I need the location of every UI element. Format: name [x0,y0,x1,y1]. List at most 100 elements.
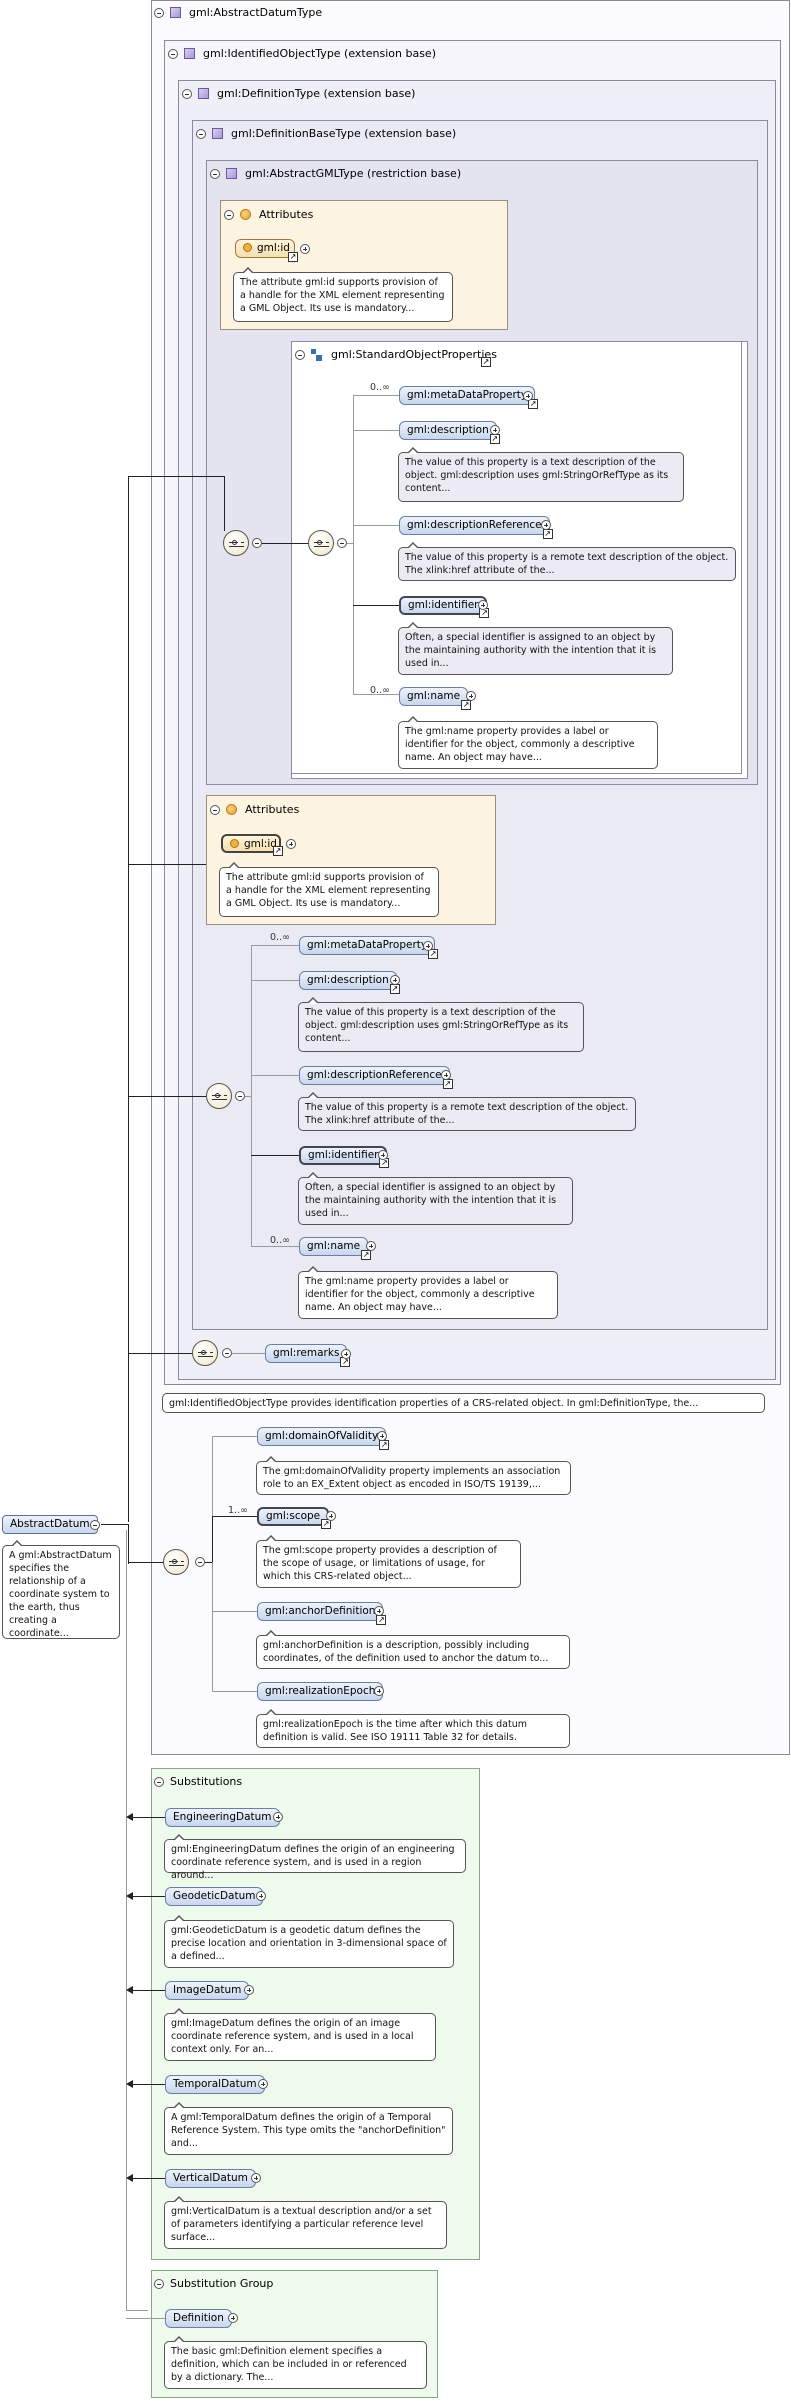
attribute-gml-id[interactable]: gml:id ↗ [221,834,283,856]
expand-icon[interactable] [378,1150,388,1160]
reference-arrow-icon[interactable]: ↗ [288,252,298,262]
reference-arrow-icon[interactable]: ↗ [489,434,500,444]
sequence-icon[interactable] [192,1340,218,1366]
standard-object-properties-header[interactable]: gml:StandardObjectProperties [295,348,497,361]
expand-icon[interactable] [377,1431,387,1441]
collapse-icon[interactable] [195,1557,205,1567]
remarks-element[interactable]: gml:remarks↗ [265,1344,351,1367]
abstract-datum-type-header[interactable]: gml:AbstractDatumType [154,6,322,19]
collapse-icon[interactable] [90,1520,100,1530]
engineering-datum-element[interactable]: EngineeringDatum [165,1808,280,1827]
expand-icon[interactable] [366,1241,376,1251]
identifier-element[interactable]: gml:identifier↗ [299,1146,390,1168]
name-element[interactable]: gml:name↗ [399,687,472,710]
collapse-icon[interactable] [235,1091,245,1101]
expand-icon[interactable] [341,1349,351,1359]
sequence-icon[interactable] [223,530,249,556]
vertical-datum-element[interactable]: VerticalDatum [165,2169,256,2188]
connector [212,1436,257,1437]
reference-arrow-icon[interactable]: ↗ [376,1615,387,1625]
domain-of-validity-element[interactable]: gml:domainOfValidity↗ [257,1427,390,1450]
temporal-datum-element[interactable]: TemporalDatum [165,2075,265,2094]
expand-icon[interactable] [541,520,551,530]
expand-icon[interactable] [478,600,488,610]
definition-base-type-header[interactable]: gml:DefinitionBaseType (extension base) [196,127,456,140]
collapse-icon[interactable] [224,209,234,220]
definition-element[interactable]: Definition [165,2309,232,2328]
reference-arrow-icon[interactable]: ↗ [428,949,439,959]
expand-icon[interactable] [256,1891,266,1901]
metadata-property-element[interactable]: gml:metaDataProperty↗ [299,936,439,959]
connector [126,1530,127,2310]
expand-icon[interactable] [466,691,476,701]
attribute-gml-id[interactable]: gml:id ↗ [235,239,298,262]
collapse-icon[interactable] [168,48,178,59]
expand-icon[interactable] [374,1606,384,1616]
reference-arrow-icon[interactable]: ↗ [542,529,553,539]
abstract-datum-element[interactable]: AbstractDatum [2,1515,98,1534]
sequence-icon[interactable] [206,1083,232,1109]
reference-arrow-icon[interactable]: ↗ [389,984,400,994]
identified-object-type-header[interactable]: gml:IdentifiedObjectType (extension base… [168,47,436,60]
substitutions-header[interactable]: Substitutions [154,1775,242,1788]
collapse-icon[interactable] [182,88,192,99]
description-element[interactable]: gml:description↗ [299,971,400,994]
collapse-icon[interactable] [295,349,305,360]
description-reference-element[interactable]: gml:descriptionReference↗ [299,1066,453,1089]
connector [212,1436,213,1691]
complex-type-icon [170,7,181,18]
image-datum-element[interactable]: ImageDatum [165,1981,250,2000]
definition-type-header[interactable]: gml:DefinitionType (extension base) [182,87,415,100]
reference-arrow-icon[interactable]: ↗ [481,357,491,367]
abstract-gml-type-header[interactable]: gml:AbstractGMLType (restriction base) [210,167,461,180]
attributes-header-2[interactable]: Attributes [210,803,299,816]
expand-icon[interactable] [523,391,533,401]
expand-icon[interactable] [244,1985,254,1995]
collapse-icon[interactable] [154,2278,164,2289]
reference-arrow-icon[interactable]: ↗ [461,700,472,710]
expand-icon[interactable] [251,2173,261,2183]
collapse-icon[interactable] [252,538,262,548]
connector [212,1516,213,1562]
description-reference-element[interactable]: gml:descriptionReference↗ [399,516,553,539]
metadata-property-element[interactable]: gml:metaDataProperty↗ [399,386,539,409]
reference-arrow-icon[interactable]: ↗ [528,399,539,409]
sequence-icon[interactable] [163,1549,189,1575]
collapse-icon[interactable] [154,1776,164,1787]
expand-icon[interactable] [374,1686,384,1696]
reference-arrow-icon[interactable]: ↗ [273,846,283,856]
name-element[interactable]: gml:name↗ [299,1237,372,1260]
substitution-group-header[interactable]: Substitution Group [154,2277,273,2290]
collapse-icon[interactable] [210,804,220,815]
expand-icon[interactable] [286,839,296,849]
connector [132,2084,165,2085]
reference-arrow-icon[interactable]: ↗ [321,1519,332,1529]
connector [132,1817,165,1818]
expand-icon[interactable] [300,244,310,254]
expand-icon[interactable] [228,2313,238,2323]
collapse-icon[interactable] [222,1348,232,1358]
identifier-element[interactable]: gml:identifier↗ [399,596,490,618]
expand-icon[interactable] [273,1812,283,1822]
expand-icon[interactable] [390,975,400,985]
collapse-icon[interactable] [210,168,220,179]
geodetic-datum-element[interactable]: GeodeticDatum [165,1887,264,1906]
collapse-icon[interactable] [196,128,206,139]
sequence-icon[interactable] [308,530,334,556]
anchor-definition-element[interactable]: gml:anchorDefinition↗ [257,1602,387,1625]
reference-arrow-icon[interactable]: ↗ [442,1079,453,1089]
collapse-icon[interactable] [154,7,164,18]
reference-arrow-icon[interactable]: ↗ [379,1440,390,1450]
realization-epoch-element[interactable]: gml:realizationEpoch [257,1682,384,1701]
expand-icon[interactable] [258,2079,268,2089]
scope-element[interactable]: gml:scope↗ [257,1507,332,1529]
expand-icon[interactable] [490,425,500,435]
attributes-header-1[interactable]: Attributes [224,208,313,221]
expand-icon[interactable] [441,1070,451,1080]
collapse-icon[interactable] [337,538,347,548]
reference-arrow-icon[interactable]: ↗ [361,1250,372,1260]
expand-icon[interactable] [326,1511,336,1521]
expand-icon[interactable] [423,941,433,951]
connector [353,395,399,396]
description-element[interactable]: gml:description↗ [399,421,500,444]
